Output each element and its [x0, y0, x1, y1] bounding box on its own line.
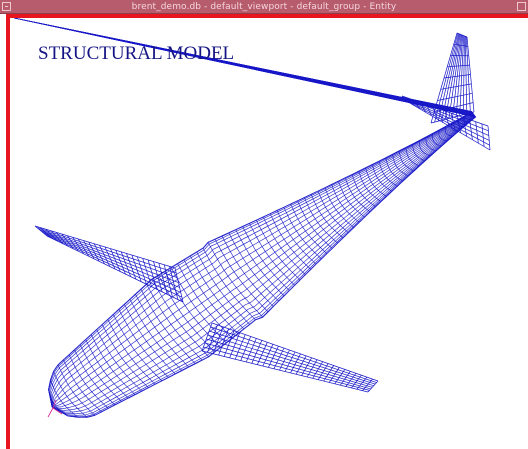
window-maximize-icon[interactable]	[517, 2, 526, 11]
coordinate-triad-icon	[47, 399, 63, 418]
title-bar[interactable]: brent_demo.db - default_viewport - defau…	[0, 0, 528, 14]
horizontal-tail-mesh	[401, 95, 491, 151]
right-wing-mesh	[201, 322, 379, 393]
model-heading: STRUCTURAL MODEL	[38, 43, 235, 64]
viewport-left-border	[0, 14, 15, 449]
aircraft-wireframe-model[interactable]	[14, 18, 528, 449]
graphics-viewport[interactable]: STRUCTURAL MODEL	[14, 18, 528, 449]
window-title: brent_demo.db - default_viewport - defau…	[131, 2, 397, 12]
vertical-tail-mesh	[430, 32, 475, 124]
fuselage-mesh	[14, 18, 477, 418]
window-menu-icon[interactable]	[2, 2, 11, 11]
left-wing-mesh	[34, 225, 184, 303]
viewport-top-border	[6, 14, 528, 18]
